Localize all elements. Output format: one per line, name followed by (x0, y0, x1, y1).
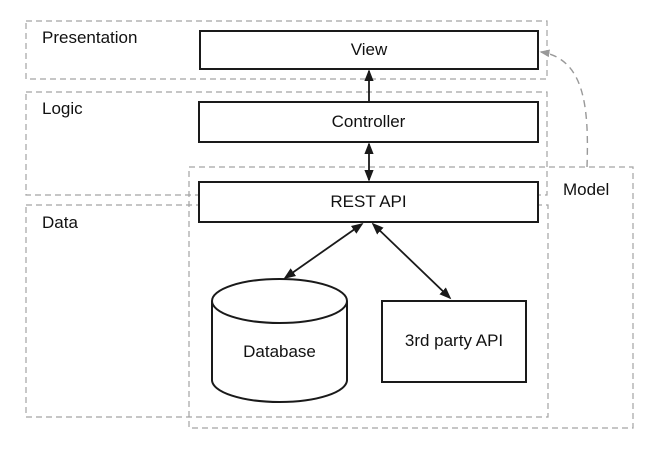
controller-node-label: Controller (331, 111, 406, 131)
data-layer-label: Data (42, 213, 78, 232)
third-party-api-node (381, 300, 527, 383)
database-node-label: Database (243, 341, 316, 361)
controller-node (198, 101, 539, 143)
third-party-api-node-label: 3rd party API (404, 331, 504, 351)
model-to-view-dashed-arrow (539, 49, 589, 168)
view-node-label: View (350, 39, 388, 59)
view-node (199, 30, 539, 70)
arrow-rest-api-third-party (371, 222, 452, 300)
presentation-layer-label: Presentation (42, 28, 138, 47)
rest-api-node (198, 181, 539, 223)
model-group-label: Model (563, 180, 610, 199)
database-cylinder (211, 278, 348, 403)
arrow-rest-api-database (283, 222, 364, 280)
logic-layer-label: Logic (42, 99, 83, 118)
rest-api-node-label: REST API (330, 191, 407, 211)
model-group-box (188, 166, 634, 429)
